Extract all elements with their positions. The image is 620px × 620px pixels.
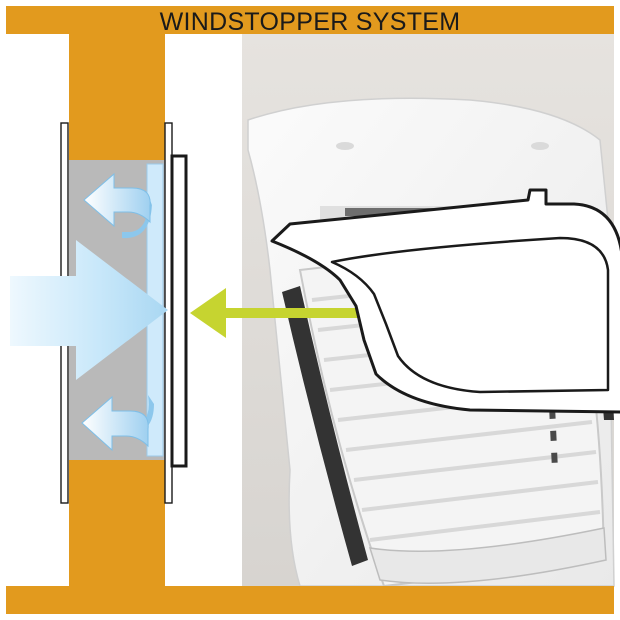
frame-top: [6, 6, 614, 34]
windstopper-inner: [330, 236, 610, 394]
screw-cap-right: [531, 142, 549, 150]
flap-left-seal: [282, 286, 368, 566]
curled-arrow-up-icon: [83, 172, 152, 239]
flap-dashes: [542, 254, 558, 471]
flap-bottom-rim: [368, 527, 607, 584]
windstopper-outline: [270, 188, 620, 414]
flap-profile: [170, 154, 188, 468]
curled-arrow-down-icon: [81, 395, 154, 452]
frame-bottom: [6, 586, 614, 614]
wind-arrow-icon: [10, 240, 168, 380]
pointer-arrow-icon: [190, 288, 368, 338]
screw-cap-left: [336, 142, 354, 150]
title: WINDSTOPPER SYSTEM: [160, 8, 461, 36]
